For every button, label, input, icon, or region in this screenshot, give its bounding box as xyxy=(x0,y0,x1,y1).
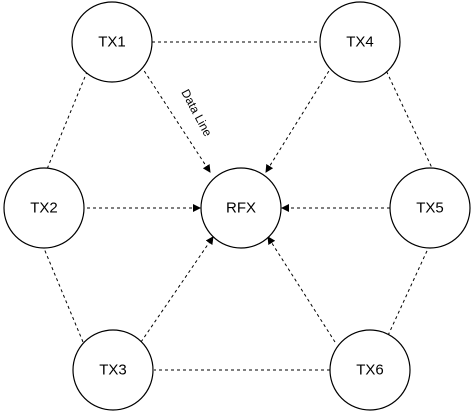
node-tx4: TX4 xyxy=(319,1,401,83)
link-tx4-tx5 xyxy=(383,65,433,169)
node-tx3-circle xyxy=(72,329,154,411)
link-tx3-tx2 xyxy=(42,245,84,343)
arrow-tx4-rfx xyxy=(265,65,333,173)
node-tx5: TX5 xyxy=(389,167,471,249)
perimeter-links xyxy=(42,41,433,371)
node-tx1-circle xyxy=(71,1,153,83)
node-rfx-circle xyxy=(200,167,282,249)
data-lines xyxy=(87,65,390,343)
node-tx4-circle xyxy=(319,1,401,83)
arrow-tx6-rfx xyxy=(267,236,336,343)
node-rfx: RFX xyxy=(200,167,282,249)
node-tx2-circle xyxy=(3,167,85,249)
node-tx2-label: TX2 xyxy=(30,200,58,217)
node-rfx-label: RFX xyxy=(226,200,256,217)
node-tx6-label: TX6 xyxy=(356,362,384,379)
link-tx5-tx6 xyxy=(384,239,433,343)
node-tx6-circle xyxy=(329,329,411,411)
node-tx4-label: TX4 xyxy=(346,34,374,51)
node-tx3-label: TX3 xyxy=(99,362,127,379)
node-tx2: TX2 xyxy=(3,167,85,249)
node-tx5-label: TX5 xyxy=(416,200,444,217)
link-tx2-tx1 xyxy=(44,66,90,175)
node-tx5-circle xyxy=(389,167,471,249)
node-tx1-label: TX1 xyxy=(98,34,126,51)
node-tx1: TX1 xyxy=(71,1,153,83)
node-tx6: TX6 xyxy=(329,329,411,411)
arrow-tx3-rfx xyxy=(140,236,214,343)
node-tx3: TX3 xyxy=(72,329,154,411)
